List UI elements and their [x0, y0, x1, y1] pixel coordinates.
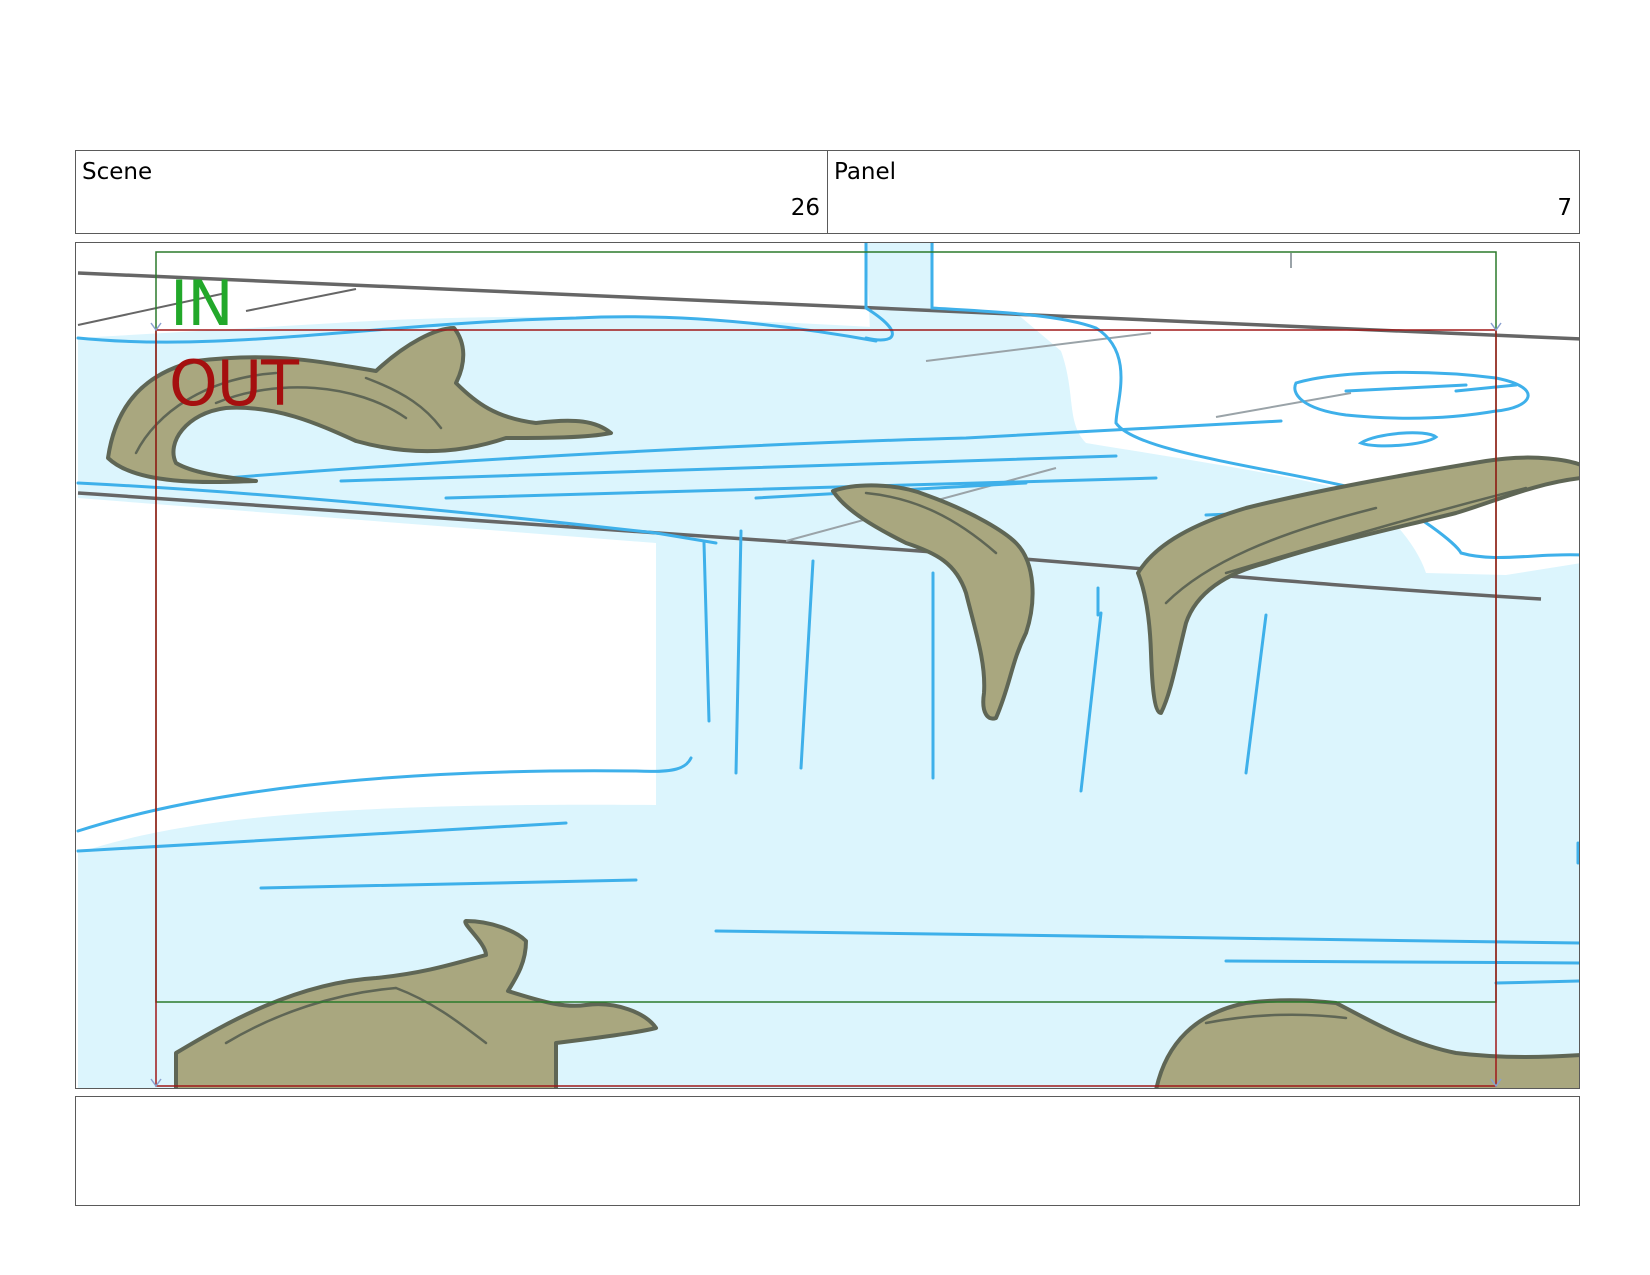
scene-number: 26: [790, 195, 820, 221]
rock-top-left: [106, 326, 613, 485]
scene-cell: Scene 26: [76, 151, 827, 233]
storyboard-panel: IN OUT: [75, 242, 1580, 1089]
panel-number: 7: [1557, 195, 1572, 221]
ledge-sketch-lines: [785, 253, 1352, 542]
panel-label: Panel: [834, 159, 897, 185]
upper-water-area: [78, 316, 1579, 1088]
rocks: [106, 326, 1579, 1088]
ledge-line-top-2: [77, 288, 357, 326]
rock-bottom-right: [1154, 998, 1579, 1088]
rock-bottom-left: [174, 919, 658, 1088]
ledge-line-middle: [77, 491, 1542, 601]
frame-corner-ticks: [150, 322, 1502, 1088]
panel-header: Scene 26 Panel 7: [75, 150, 1580, 234]
water-strokes: [76, 243, 1579, 985]
rock-center-drip: [831, 483, 1035, 721]
rock-right-branch: [1136, 455, 1579, 715]
panel-sketch: [76, 243, 1579, 1088]
in-frame-label: IN: [170, 267, 234, 340]
scene-label: Scene: [82, 159, 153, 185]
out-frame-label: OUT: [169, 347, 299, 420]
ledge-line-top: [77, 271, 1579, 341]
panel-cell: Panel 7: [827, 151, 1579, 233]
rock-shading: [134, 371, 1528, 1045]
waterfall-top-stream: [866, 243, 1061, 353]
notes-box: [75, 1096, 1580, 1206]
out-frame-guide: [155, 329, 1497, 1087]
